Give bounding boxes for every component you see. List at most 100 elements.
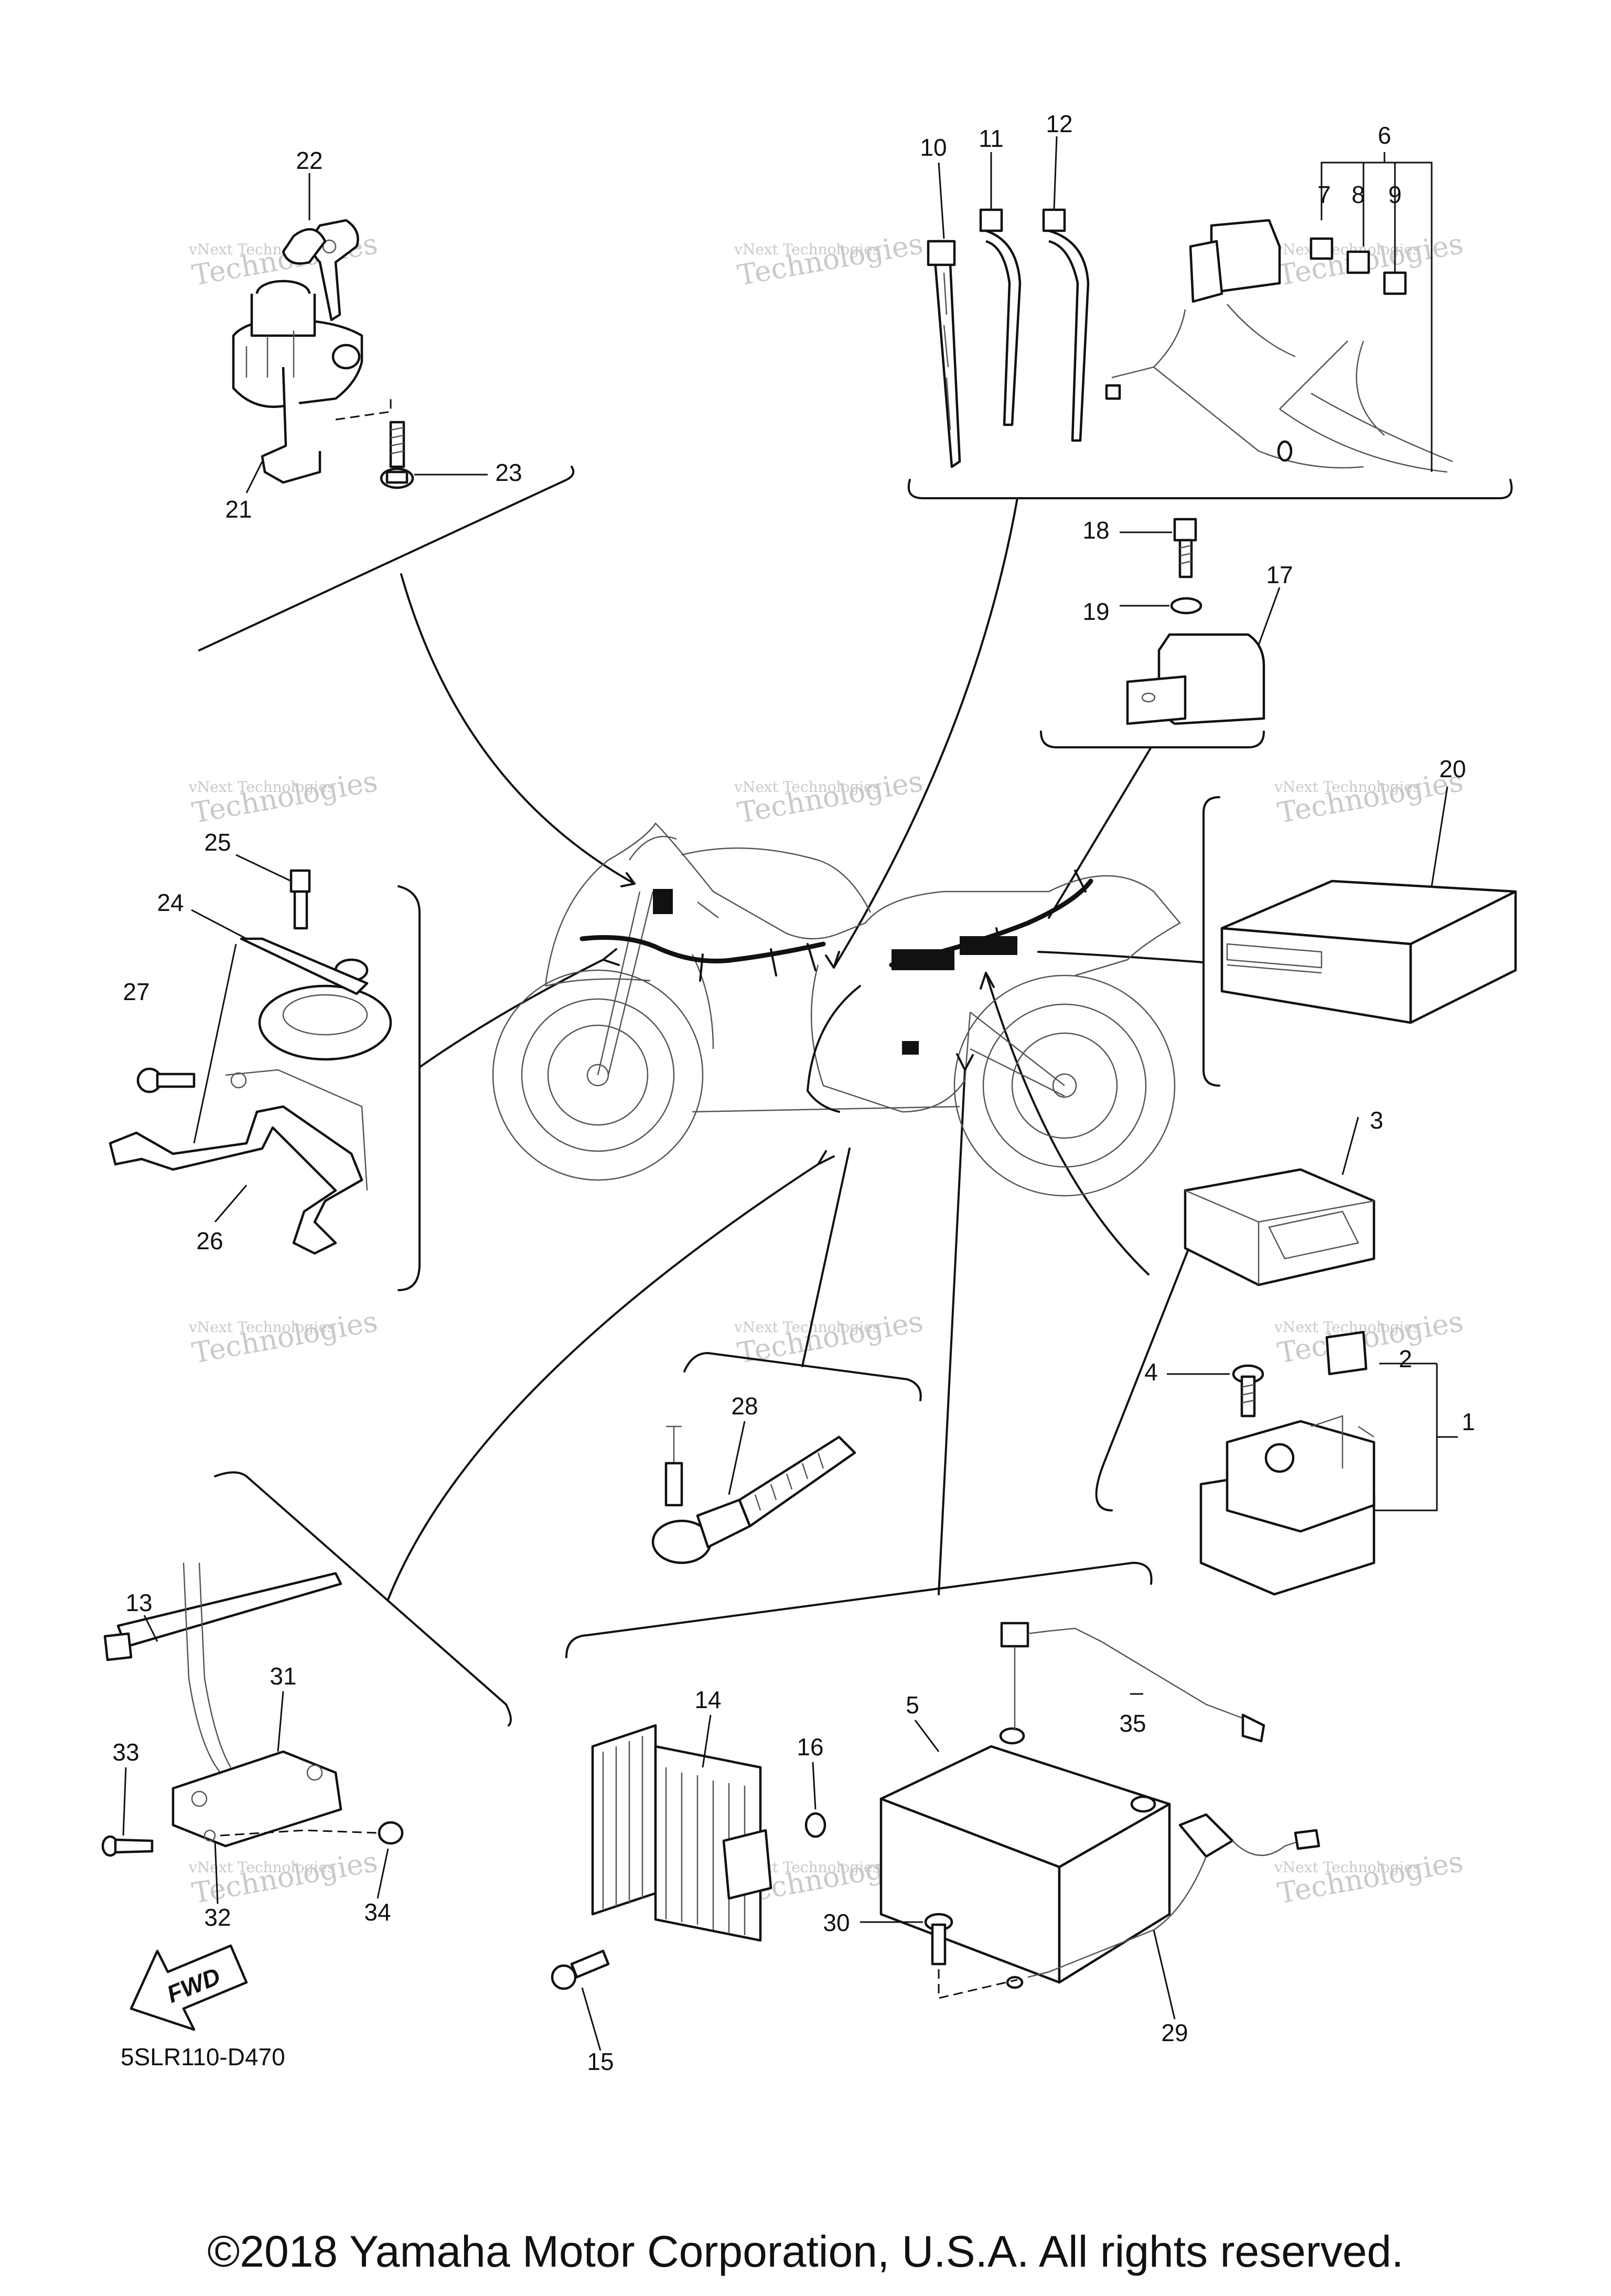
callout-28: 28 — [731, 1392, 758, 1420]
callout-5: 5 — [906, 1691, 919, 1719]
callout-2: 2 — [1399, 1345, 1412, 1372]
svg-text:Technologies: Technologies — [735, 765, 926, 830]
svg-text:vNext Technologies: vNext Technologies — [1274, 778, 1420, 796]
fuse-box-harness-part-6 — [1105, 219, 1453, 473]
callout-7: 7 — [1317, 181, 1331, 208]
fuse-part-9 — [1383, 271, 1407, 295]
motorcycle-outline — [492, 822, 1181, 1197]
relay-part-1 — [1199, 1415, 1376, 1596]
svg-text:Technologies: Technologies — [1275, 227, 1466, 292]
horn-group — [109, 854, 392, 1255]
svg-text:vNext Technologies: vNext Technologies — [188, 1318, 335, 1336]
callout-22: 22 — [296, 147, 323, 174]
relay-cover-part-3 — [1184, 1168, 1376, 1286]
cable-tie-part-10 — [927, 240, 961, 468]
callout-31: 31 — [270, 1662, 296, 1690]
svg-text:vNext Technologies: vNext Technologies — [188, 778, 335, 796]
horn-part-24 — [240, 937, 392, 1061]
svg-text:vNext Technologies: vNext Technologies — [734, 241, 880, 258]
callout-labels: 1 2 3 4 5 6 7 8 9 10 11 12 13 14 15 16 1… — [112, 110, 1475, 2075]
callout-16: 16 — [797, 1733, 823, 1761]
callout-13: 13 — [125, 1589, 152, 1616]
group-frames — [198, 466, 1513, 1726]
callout-29: 29 — [1161, 2019, 1188, 2046]
harness-group — [927, 136, 1453, 473]
main-switch-part-21 — [232, 280, 363, 484]
callout-8: 8 — [1351, 181, 1365, 208]
svg-text:vNext Technologies: vNext Technologies — [188, 1859, 335, 1876]
sidestand-switch-group: FWD — [101, 1562, 404, 2031]
svg-text:Technologies: Technologies — [1275, 1845, 1466, 1910]
callout-23: 23 — [495, 459, 522, 486]
washer-part-19 — [1170, 597, 1202, 615]
rectifier-part-14 — [591, 1724, 772, 1942]
key-part-22 — [282, 219, 359, 321]
callout-17: 17 — [1266, 561, 1293, 588]
svg-text:vNext Technologies: vNext Technologies — [734, 778, 880, 796]
callout-15: 15 — [587, 2048, 614, 2075]
svg-text:vNext Technologies: vNext Technologies — [1274, 1318, 1420, 1336]
callout-34: 34 — [364, 1898, 391, 1926]
callout-12: 12 — [1046, 110, 1072, 137]
callout-19: 19 — [1082, 598, 1109, 625]
fuse-part-2 — [1325, 1331, 1368, 1376]
bolt-part-18 — [1173, 518, 1197, 542]
callout-9: 9 — [1388, 181, 1402, 208]
fuse-part-7 — [1309, 237, 1334, 260]
starter-relay-assembly-group — [1167, 1117, 1458, 1596]
callout-6: 6 — [1378, 122, 1391, 149]
callout-10: 10 — [920, 134, 947, 161]
svg-text:Technologies: Technologies — [1275, 765, 1466, 830]
battery-part-5 — [879, 1727, 1171, 1984]
callout-18: 18 — [1082, 517, 1109, 544]
callout-20: 20 — [1439, 755, 1466, 782]
diagram-code: 5SLR110-D470 — [121, 2043, 285, 2070]
cable-tie-part-12 — [1042, 208, 1090, 442]
callout-4: 4 — [1144, 1358, 1158, 1386]
callout-3: 3 — [1370, 1107, 1383, 1134]
callout-14: 14 — [694, 1686, 721, 1713]
switch-part-31 — [171, 1750, 342, 1848]
relay-part-17 — [1126, 633, 1265, 725]
cable-tie-part-11 — [979, 208, 1022, 426]
callout-33: 33 — [112, 1739, 139, 1766]
svg-text:vNext Technologies: vNext Technologies — [1274, 1859, 1420, 1876]
bolt-part-23 — [380, 421, 414, 489]
forward-arrow-icon: FWD — [130, 1944, 248, 2031]
callout-1: 1 — [1462, 1408, 1475, 1435]
collar-part-34 — [378, 1821, 404, 1845]
starter-relay-group — [1120, 518, 1281, 725]
copyright-notice: ©2018 Yamaha Motor Corporation, U.S.A. A… — [207, 2227, 1404, 2276]
svg-text:Technologies: Technologies — [190, 765, 380, 830]
callout-26: 26 — [196, 1227, 223, 1254]
main-switch-group — [232, 173, 488, 493]
callout-30: 30 — [823, 1909, 850, 1936]
cable-part-35 — [1000, 1622, 1265, 1743]
screw-part-33 — [101, 1835, 154, 1857]
callout-21: 21 — [225, 496, 252, 523]
bolt-part-15 — [551, 1949, 610, 1990]
battery-group — [551, 1622, 1320, 2051]
bolt-part-25 — [289, 869, 311, 930]
svg-text:Technologies: Technologies — [190, 1305, 380, 1370]
bracket-part-26 — [109, 1069, 368, 1255]
callout-25: 25 — [204, 829, 231, 856]
fuse-part-8 — [1346, 250, 1370, 274]
bolt-part-4 — [1232, 1364, 1264, 1418]
callout-27: 27 — [123, 978, 149, 1005]
callout-11: 11 — [979, 125, 1004, 152]
callout-35: 35 — [1119, 1710, 1146, 1737]
svg-text:vNext Technologies: vNext Technologies — [734, 1318, 880, 1336]
callout-32: 32 — [204, 1904, 231, 1931]
cable-tie-part-13 — [103, 1572, 342, 1661]
washer-part-16 — [804, 1812, 826, 1838]
svg-text:Technologies: Technologies — [1275, 1305, 1466, 1370]
